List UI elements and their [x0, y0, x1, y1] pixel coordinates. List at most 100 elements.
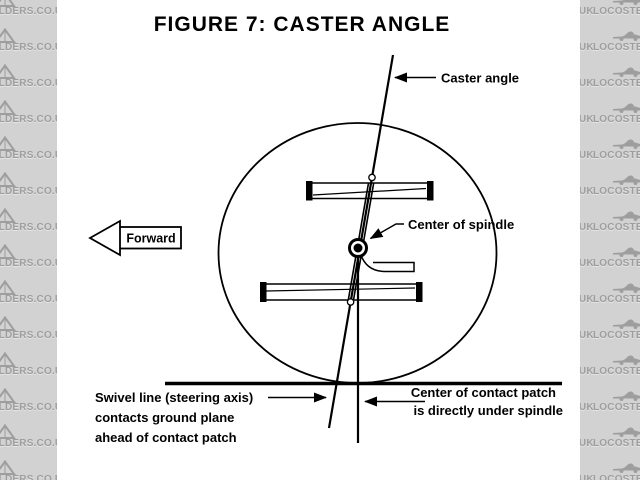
- contact-patch-caption: Center of contact patch is directly unde…: [364, 385, 563, 418]
- hill-icon: [0, 352, 16, 367]
- forward-arrow: Forward: [88, 219, 182, 257]
- watermark-text: LOCOSTBUILDERS.CO.UK: [593, 150, 640, 161]
- figure-panel: FIGURE 7: CASTER ANGLE: [57, 0, 580, 480]
- watermark-tile: LOCOSTBUILDERS.CO.UK: [0, 134, 70, 170]
- watermark-text: LOCOSTBUILDERS.CO.UK: [0, 42, 70, 53]
- watermark-text: LOCOSTBUILDERS.CO.UK: [593, 42, 640, 53]
- watermark-text: LOCOSTBUILDERS.CO.UK: [593, 186, 640, 197]
- swivel-caption-line2: contacts ground plane: [95, 410, 234, 425]
- car-icon: [613, 355, 640, 365]
- watermark-text: LOCOSTBUILDERS.CO.UK: [0, 402, 70, 413]
- car-icon: [613, 67, 640, 77]
- hill-icon: [0, 316, 16, 331]
- watermark-tile: LOCOSTBUILDERS.CO.UK: [0, 350, 70, 386]
- hill-icon: [0, 388, 16, 403]
- contact-patch-line1: Center of contact patch: [411, 385, 556, 400]
- watermark-tile: LOCOSTBUILDERS.CO.UK: [0, 278, 70, 314]
- watermark-text: LOCOSTBUILDERS.CO.UK: [0, 114, 70, 125]
- watermark-tile: LOCOSTBUILDERS.CO.UK: [0, 206, 70, 242]
- watermark-tile: LOCOSTBUILDERS.CO.UK: [593, 422, 640, 458]
- steering-arm: [359, 251, 415, 273]
- watermark-tile: LOCOSTBUILDERS.CO.UK: [0, 26, 70, 62]
- lower-ball-joint: [346, 298, 355, 306]
- lower-bar: [260, 282, 423, 302]
- watermark-tile: LOCOSTBUILDERS.CO.UK: [593, 386, 640, 422]
- watermark-text: LOCOSTBUILDERS.CO.UK: [0, 222, 70, 233]
- watermark-text: LOCOSTBUILDERS.CO.UK: [593, 438, 640, 449]
- watermark-text: LOCOSTBUILDERS.CO.UK: [0, 78, 70, 89]
- hill-icon: [0, 172, 16, 187]
- hill-icon: [0, 460, 16, 475]
- watermark-text: LOCOSTBUILDERS.CO.UK: [593, 114, 640, 125]
- watermark-tile: LOCOSTBUILDERS.CO.UK: [593, 62, 640, 98]
- hill-icon: [0, 244, 16, 259]
- car-icon: [613, 247, 640, 257]
- watermark-text: LOCOSTBUILDERS.CO.UK: [0, 366, 70, 377]
- hill-icon: [0, 208, 16, 223]
- forward-label: Forward: [126, 232, 175, 246]
- watermark-text: LOCOSTBUILDERS.CO.UK: [593, 258, 640, 269]
- watermark-text: LOCOSTBUILDERS.CO.UK: [0, 474, 70, 480]
- car-icon: [613, 463, 640, 473]
- watermark-tile: LOCOSTBUILDERS.CO.UK: [593, 242, 640, 278]
- watermark-tile: LOCOSTBUILDERS.CO.UK: [593, 170, 640, 206]
- watermark-text: LOCOSTBUILDERS.CO.UK: [0, 294, 70, 305]
- watermark-tile: LOCOSTBUILDERS.CO.UK: [593, 350, 640, 386]
- watermark-tile: LOCOSTBUILDERS.CO.UK: [593, 206, 640, 242]
- watermark-tile: LOCOSTBUILDERS.CO.UK: [0, 314, 70, 350]
- hill-icon: [0, 136, 16, 151]
- hill-icon: [0, 424, 16, 439]
- watermark-tile: LOCOSTBUILDERS.CO.UK: [593, 458, 640, 480]
- watermark-text: LOCOSTBUILDERS.CO.UK: [0, 258, 70, 269]
- watermark-tile: LOCOSTBUILDERS.CO.UK: [0, 422, 70, 458]
- watermark-text: LOCOSTBUILDERS.CO.UK: [593, 366, 640, 377]
- watermark-tile: LOCOSTBUILDERS.CO.UK: [0, 242, 70, 278]
- hill-icon: [0, 0, 16, 7]
- watermark-tile: LOCOSTBUILDERS.CO.UK: [593, 314, 640, 350]
- watermark-text: LOCOSTBUILDERS.CO.UK: [0, 330, 70, 341]
- watermark-tile: LOCOSTBUILDERS.CO.UK: [0, 170, 70, 206]
- watermark-text: LOCOSTBUILDERS.CO.UK: [593, 78, 640, 89]
- center-of-spindle-label: Center of spindle: [408, 217, 514, 232]
- hill-icon: [0, 100, 16, 115]
- watermark-tile: LOCOSTBUILDERS.CO.UK: [0, 98, 70, 134]
- swivel-caption-line3: ahead of contact patch: [95, 430, 237, 445]
- watermark-text: LOCOSTBUILDERS.CO.UK: [593, 402, 640, 413]
- caster-angle-diagram: FIGURE 7: CASTER ANGLE: [88, 13, 563, 445]
- car-icon: [613, 0, 640, 5]
- watermark-tile: LOCOSTBUILDERS.CO.UK: [0, 62, 70, 98]
- watermark-text: LOCOSTBUILDERS.CO.UK: [0, 6, 70, 17]
- upper-ball-joint: [368, 173, 376, 182]
- watermark-text: LOCOSTBUILDERS.CO.UK: [0, 186, 70, 197]
- car-icon: [613, 175, 640, 185]
- car-icon: [613, 391, 640, 401]
- contact-patch-line2: is directly under spindle: [413, 403, 563, 418]
- hill-icon: [0, 28, 16, 43]
- hill-icon: [0, 280, 16, 295]
- watermark-text: LOCOSTBUILDERS.CO.UK: [0, 438, 70, 449]
- hill-icon: [0, 64, 16, 79]
- watermark-text: LOCOSTBUILDERS.CO.UK: [593, 6, 640, 17]
- car-icon: [613, 103, 640, 113]
- swivel-caption-line1: Swivel line (steering axis): [95, 390, 253, 405]
- watermark-text: LOCOSTBUILDERS.CO.UK: [0, 150, 70, 161]
- watermark-tile: LOCOSTBUILDERS.CO.UK: [593, 0, 640, 26]
- car-icon: [613, 427, 640, 437]
- car-icon: [613, 139, 640, 149]
- car-icon: [613, 31, 640, 41]
- watermark-tile: LOCOSTBUILDERS.CO.UK: [0, 0, 70, 26]
- watermark-tile: LOCOSTBUILDERS.CO.UK: [593, 26, 640, 62]
- caster-angle-label: Caster angle: [441, 71, 519, 86]
- watermark-text: LOCOSTBUILDERS.CO.UK: [593, 330, 640, 341]
- watermark-text: LOCOSTBUILDERS.CO.UK: [593, 474, 640, 480]
- watermark-tile: LOCOSTBUILDERS.CO.UK: [593, 278, 640, 314]
- swivel-caption: Swivel line (steering axis) contacts gro…: [95, 390, 327, 445]
- center-of-spindle-arrow: [369, 223, 404, 240]
- figure-title-text: FIGURE 7: CASTER ANGLE: [154, 13, 451, 36]
- watermark-tile: LOCOSTBUILDERS.CO.UK: [0, 386, 70, 422]
- watermark-text: LOCOSTBUILDERS.CO.UK: [593, 222, 640, 233]
- watermark-text: LOCOSTBUILDERS.CO.UK: [593, 294, 640, 305]
- watermark-tile: LOCOSTBUILDERS.CO.UK: [593, 98, 640, 134]
- car-icon: [613, 211, 640, 221]
